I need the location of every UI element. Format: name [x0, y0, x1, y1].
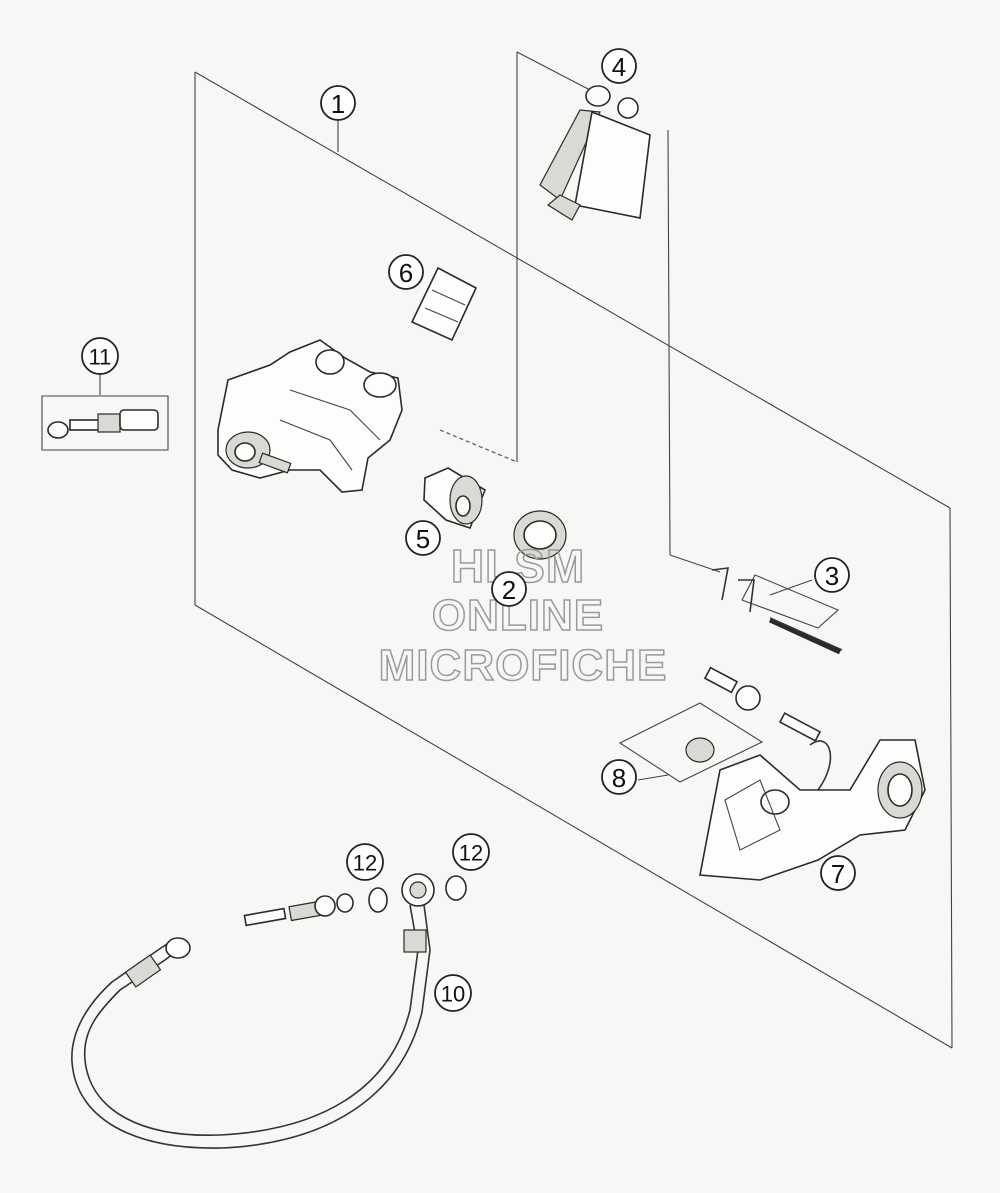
callout-11-label: 11	[89, 345, 112, 370]
caliper-body	[217, 339, 403, 493]
callout-4-label: 4	[612, 52, 626, 82]
watermark: HLSM ONLINE MICROFICHE	[378, 539, 668, 691]
callout-12-right-label: 12	[459, 841, 483, 866]
callout-8-label: 8	[612, 763, 626, 793]
callout-11: 11	[81, 337, 119, 375]
callout-7-label: 7	[831, 859, 845, 889]
callout-2: 2	[491, 571, 527, 607]
callout-12-right: 12	[452, 833, 490, 871]
carrier-bracket	[699, 739, 926, 881]
callout-12-left: 12	[346, 843, 384, 881]
leader-lines	[99, 118, 813, 781]
callout-3: 3	[814, 557, 850, 593]
callout-7: 7	[820, 855, 856, 891]
brake-pads	[539, 85, 651, 221]
callout-1: 1	[320, 85, 356, 121]
callout-10: 10	[434, 974, 472, 1012]
pad-spring	[410, 266, 478, 342]
seal-kit	[513, 510, 567, 560]
callout-1-label: 1	[331, 89, 345, 119]
callout-8: 8	[601, 759, 637, 795]
callout-3-label: 3	[825, 561, 839, 591]
callout-6: 6	[388, 254, 424, 290]
callout-5: 5	[405, 520, 441, 556]
callout-6-label: 6	[399, 258, 413, 288]
callout-5-label: 5	[416, 524, 430, 554]
callout-2-label: 2	[502, 575, 516, 605]
brake-hose	[71, 904, 431, 1149]
callout-10-label: 10	[441, 982, 465, 1007]
watermark-line-3: MICROFICHE	[379, 641, 668, 690]
pads-frame	[439, 51, 721, 573]
banjo-bolt-and-washers	[243, 873, 467, 927]
caliper-pin	[711, 567, 843, 655]
caliper-assembly-frame	[194, 71, 953, 1049]
callout-12-left-label: 12	[353, 851, 377, 876]
piston	[423, 467, 486, 529]
callout-4: 4	[601, 48, 637, 84]
bleeder-valve-box	[41, 395, 169, 451]
guide-bolts	[618, 666, 822, 783]
